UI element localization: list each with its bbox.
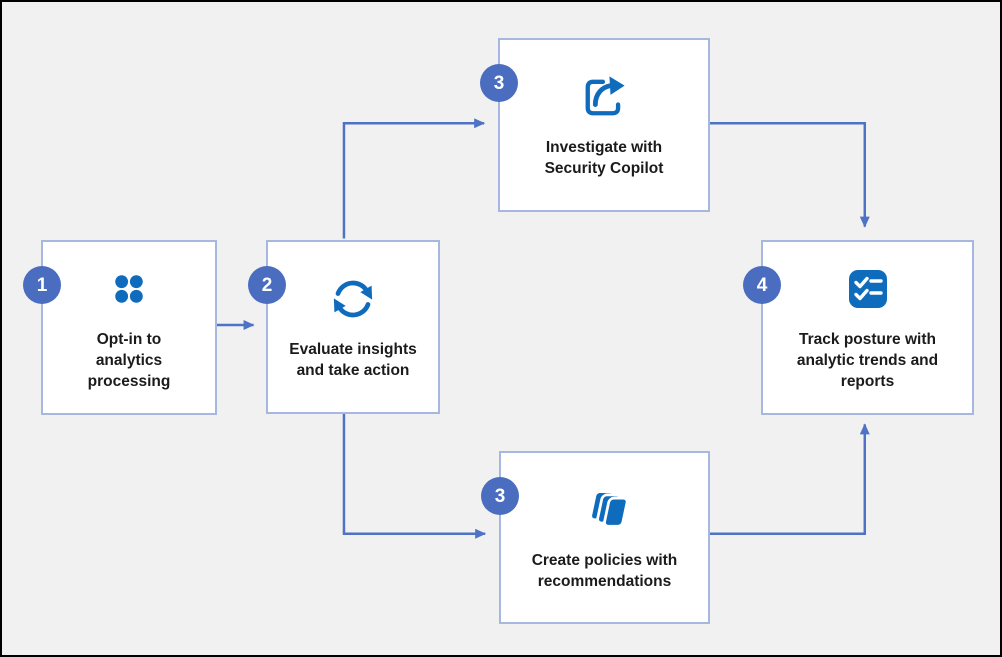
step-number-badge: 3 (480, 64, 518, 102)
step-node-investigate: 3 Investigate with Security Copilot (480, 38, 710, 212)
step-label: Evaluate insights and take action (289, 341, 417, 379)
connector-step2-investigate (342, 118, 486, 239)
stacked-policies-icon (578, 483, 632, 537)
checklist-icon (844, 262, 892, 316)
connector-investigate-step4 (706, 122, 870, 228)
step-node-create-policies: 3 Create policies with recommendations (481, 451, 710, 624)
share-arrow-icon (576, 70, 632, 124)
step-node-track-posture: 4 Track posture with analytic trends and… (743, 240, 974, 415)
step-label: Track posture with analytic trends and r… (796, 331, 939, 390)
step-node-opt-in: 1 Opt-in to analytics processing (23, 240, 217, 415)
apps-dots-icon (107, 262, 151, 316)
step-label: Opt-in to analytics processing (87, 331, 171, 390)
step-number-badge: 3 (481, 477, 519, 515)
step-label: Create policies with recommendations (531, 551, 678, 590)
step-node-evaluate: 2 Evaluate insights and take action (248, 240, 440, 414)
step-number-badge: 2 (248, 266, 286, 304)
sync-arrows-icon (327, 272, 379, 326)
step-number-badge: 4 (743, 266, 781, 304)
connector-policies-step4 (706, 423, 870, 535)
connector-step2-policies (342, 410, 487, 539)
step-number-badge: 1 (23, 266, 61, 304)
step-label: Investigate with Security Copilot (544, 139, 664, 177)
